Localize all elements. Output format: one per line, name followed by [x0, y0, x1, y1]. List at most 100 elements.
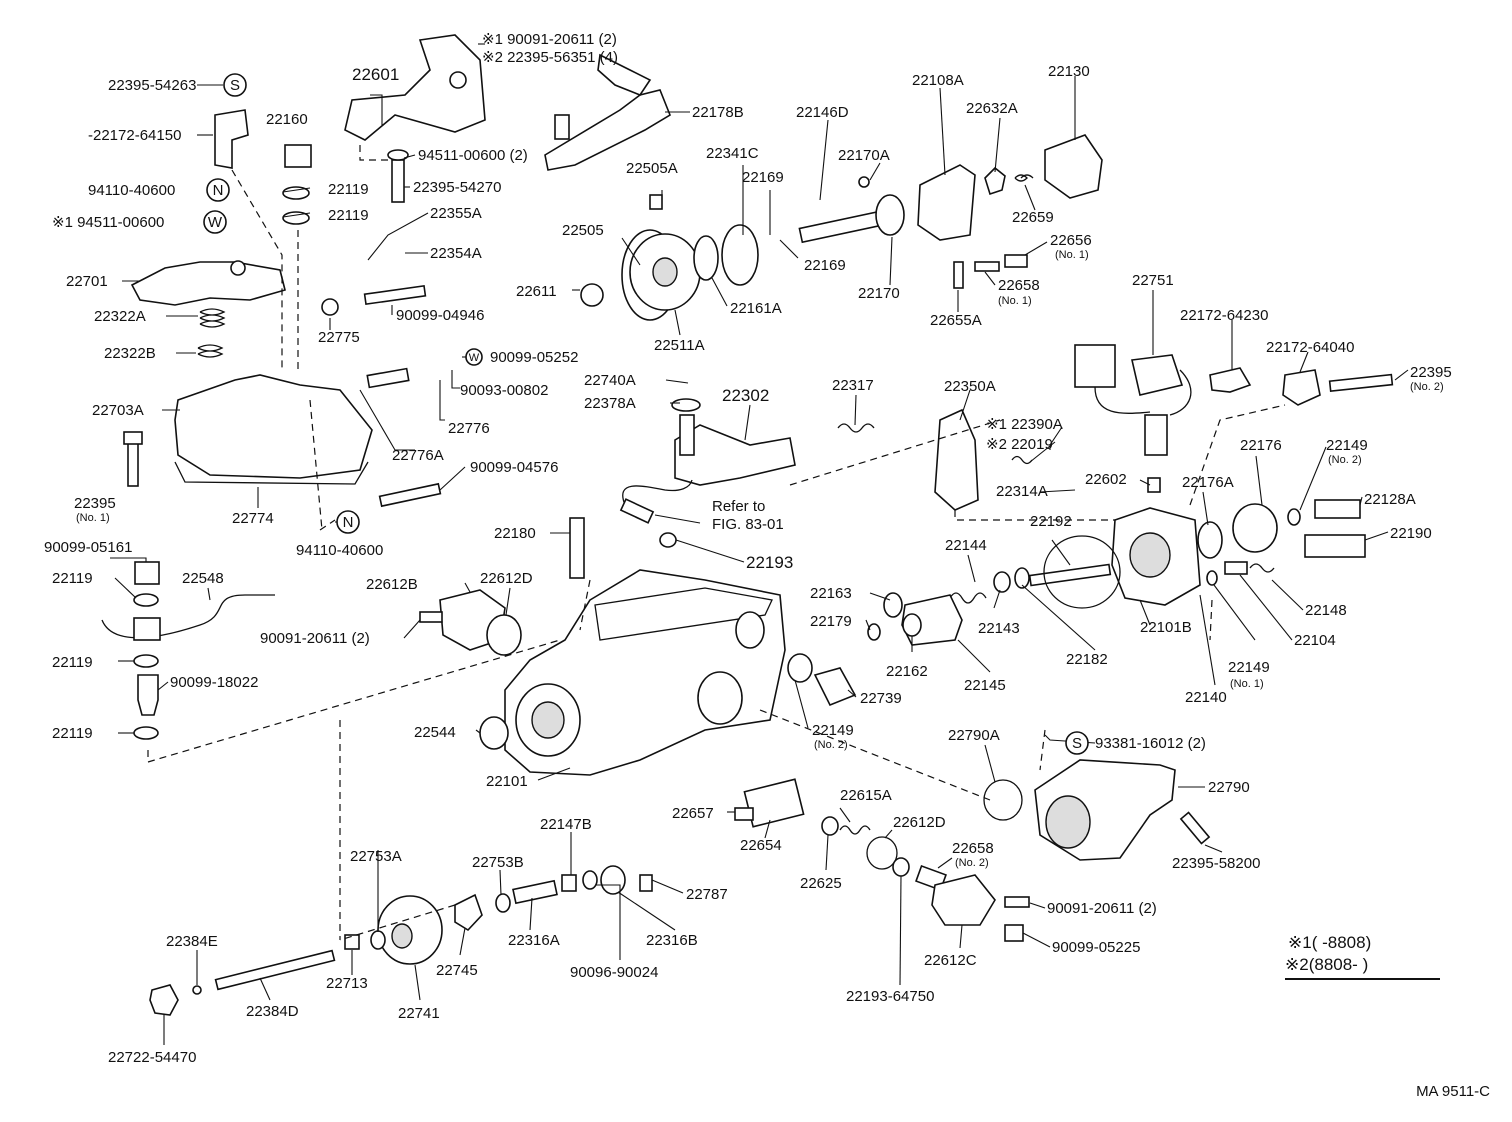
- plate-22713: [344, 934, 360, 950]
- part-label: 22190: [1390, 525, 1432, 542]
- part-label: 22178B: [692, 104, 744, 121]
- part-label: 22160: [266, 111, 308, 128]
- solenoid-stem: [1144, 414, 1168, 456]
- sleeve-22130: [1044, 134, 1103, 199]
- part-label: 22505A: [626, 160, 678, 177]
- washer-22163: [883, 592, 903, 618]
- lever-22178b: [544, 89, 671, 171]
- spring-22144: [949, 592, 987, 604]
- part-label: 22119: [52, 725, 93, 742]
- part-label: 22713: [326, 975, 368, 992]
- part-label: ※1 90091-20611 (2): [482, 31, 617, 48]
- lever-arm: [597, 53, 652, 96]
- part-label: 22192: [1030, 513, 1072, 530]
- stud-22395-54270: [391, 159, 405, 203]
- washer-22143: [993, 571, 1011, 593]
- solenoid-body: [1131, 354, 1184, 396]
- part-label: 22104: [1294, 632, 1336, 649]
- part-label: 22145: [964, 677, 1006, 694]
- part-label: 94110-40600: [88, 182, 175, 199]
- part-label: 22119: [52, 654, 93, 671]
- washer-22161a: [693, 235, 719, 281]
- part-label: 22544: [414, 724, 456, 741]
- part-label: 22615A: [840, 787, 892, 804]
- device-core: [1045, 795, 1091, 849]
- sensor-wire: [622, 479, 693, 506]
- fitting-22190: [1304, 534, 1366, 558]
- part-label: 22395-54263: [108, 77, 196, 94]
- part-label: 22790: [1208, 779, 1250, 796]
- part-label: ※2 22019: [986, 436, 1053, 453]
- part-label: 90099-18022: [170, 674, 258, 691]
- fitting-22128a: [1314, 499, 1361, 519]
- part-label: 22753B: [472, 854, 524, 871]
- part-label: 22170A: [838, 147, 890, 164]
- bolt-90099-04576: [378, 482, 442, 508]
- part-label: 93381-16012 (2): [1095, 735, 1206, 752]
- part-label: 22149: [1326, 437, 1368, 454]
- part-label: 22147B: [540, 816, 592, 833]
- part-label: 22170: [858, 285, 900, 302]
- spring-22322b: [197, 344, 224, 358]
- part-label: 22144: [945, 537, 987, 554]
- part-label: 22395: [1410, 364, 1452, 381]
- part-label: ※2 22395-56351 (4): [482, 49, 618, 66]
- nut-22611: [580, 283, 604, 307]
- part-label: 22322A: [94, 308, 146, 325]
- figure-code: MA 9511-C: [1416, 1083, 1490, 1100]
- part-label: 22751: [1132, 272, 1174, 289]
- oring-22612d: [486, 614, 522, 656]
- sub-label: (No. 1): [76, 512, 110, 524]
- part-label: 22130: [1048, 63, 1090, 80]
- badge-n-bottom: N: [336, 510, 360, 534]
- valve-22180: [569, 517, 585, 579]
- sub-label: (No. 2): [1410, 381, 1444, 393]
- screw-top: [554, 114, 570, 140]
- screw-22104: [1224, 561, 1248, 575]
- part-label: 22612B: [366, 576, 418, 593]
- part-label: 22511A: [654, 337, 705, 354]
- spring-22317: [837, 423, 875, 433]
- part-label: 22193: [746, 553, 793, 572]
- washer-22625: [821, 816, 839, 836]
- part-label: 22149: [1228, 659, 1270, 676]
- svg-text:S: S: [1072, 735, 1082, 752]
- oring-22790a: [983, 779, 1023, 821]
- housing-bore-left-inner: [531, 701, 565, 739]
- washer-22753a: [370, 930, 386, 950]
- part-label: 22176: [1240, 437, 1282, 454]
- badge-s-bottom: S: [1065, 731, 1089, 755]
- bolt-22787: [639, 874, 653, 892]
- solenoid-wire: [1094, 369, 1192, 416]
- badge-w-small: W: [465, 348, 483, 366]
- leader-lines: [110, 43, 1409, 1045]
- part-label: 22143: [978, 620, 1020, 637]
- valve-22739: [813, 667, 857, 707]
- badge-n-top: N: [206, 178, 230, 202]
- part-label: 90091-20611 (2): [1047, 900, 1157, 917]
- bolt-90091-20611-b: [1004, 896, 1030, 908]
- pipe-22548: [101, 594, 275, 639]
- sub-label: (No. 1): [1055, 249, 1089, 261]
- part-label: 22341C: [706, 145, 759, 162]
- plug-90099-05225: [1004, 924, 1024, 942]
- rod-22384d: [214, 949, 336, 991]
- washer-22149-no1: [1206, 570, 1218, 586]
- shaft-collar: [875, 194, 905, 236]
- part-label: 90093-00802: [460, 382, 548, 399]
- part-label: 22119: [52, 570, 93, 587]
- pin-22316a: [512, 879, 558, 905]
- valve-22176: [1232, 503, 1278, 553]
- washer-22119-a: [282, 186, 310, 200]
- pipe-fitting: [133, 617, 161, 641]
- svg-text:N: N: [213, 182, 224, 199]
- part-label: 22140: [1185, 689, 1227, 706]
- lever-pin: [230, 260, 246, 276]
- note-2: ※2(8808- ): [1285, 955, 1368, 974]
- part-label: Refer to: [712, 498, 765, 515]
- seal-22544: [479, 716, 509, 750]
- lever-22350a: [934, 408, 979, 511]
- bracket-22601: [344, 34, 486, 141]
- part-label: 22656: [1050, 232, 1092, 249]
- washer-22119-pipe: [133, 593, 159, 607]
